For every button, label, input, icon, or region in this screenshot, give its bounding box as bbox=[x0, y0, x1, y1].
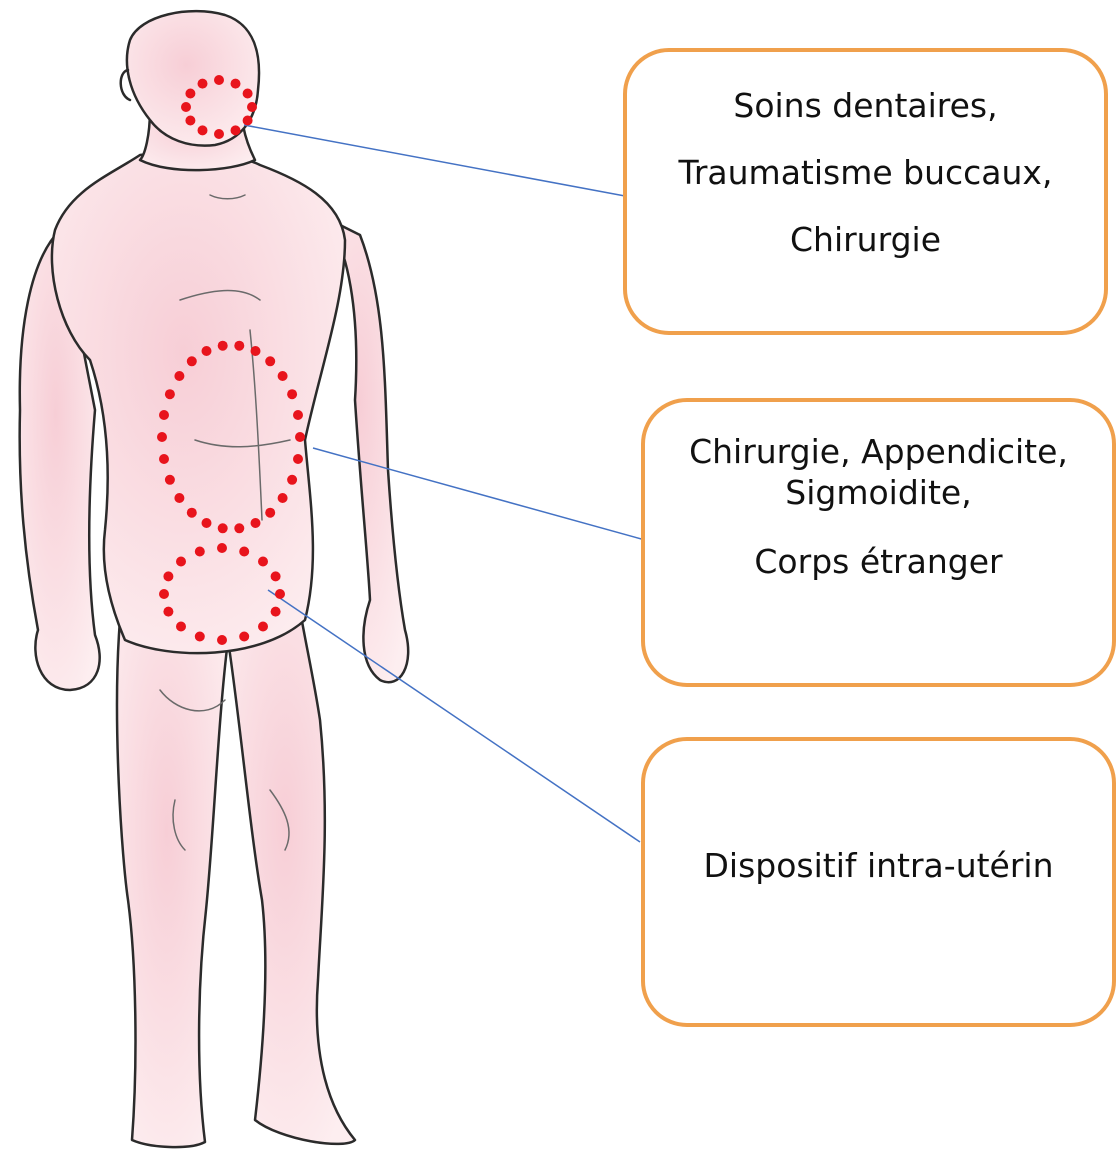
marker-dot bbox=[239, 547, 249, 557]
marker-dot bbox=[278, 493, 288, 503]
marker-dot bbox=[165, 475, 175, 485]
marker-dot bbox=[185, 89, 195, 99]
marker-dot bbox=[202, 518, 212, 528]
callout-abdomen: Chirurgie, Appendicite, Sigmoidite, Corp… bbox=[641, 398, 1116, 687]
marker-dot bbox=[265, 356, 275, 366]
marker-dot bbox=[258, 557, 268, 567]
marker-dot bbox=[181, 102, 191, 112]
callout-text: Traumatisme buccaux, bbox=[679, 153, 1053, 192]
marker-dot bbox=[174, 493, 184, 503]
marker-dot bbox=[243, 116, 253, 126]
marker-dot bbox=[185, 116, 195, 126]
marker-dot bbox=[287, 475, 297, 485]
marker-dot bbox=[214, 129, 224, 139]
marker-dot bbox=[287, 389, 297, 399]
callout-text: Sigmoidite, bbox=[785, 473, 971, 512]
marker-dot bbox=[187, 356, 197, 366]
callout-text: Chirurgie bbox=[790, 220, 941, 259]
marker-dot bbox=[293, 410, 303, 420]
marker-dot bbox=[247, 102, 257, 112]
marker-dot bbox=[251, 346, 261, 356]
marker-dot bbox=[275, 589, 285, 599]
marker-dot bbox=[251, 518, 261, 528]
marker-dot bbox=[195, 547, 205, 557]
callout-text: Soins dentaires, bbox=[733, 86, 997, 125]
human-body-front-icon bbox=[20, 11, 409, 1147]
marker-dot bbox=[176, 622, 186, 632]
marker-dot bbox=[218, 523, 228, 533]
marker-dot bbox=[195, 632, 205, 642]
marker-dot bbox=[271, 607, 281, 617]
marker-dot bbox=[239, 632, 249, 642]
marker-dot bbox=[187, 508, 197, 518]
marker-dot bbox=[231, 79, 241, 89]
marker-dot bbox=[217, 635, 227, 645]
marker-dot bbox=[295, 432, 305, 442]
marker-dot bbox=[159, 410, 169, 420]
marker-dot bbox=[271, 571, 281, 581]
marker-dot bbox=[243, 89, 253, 99]
marker-dot bbox=[231, 125, 241, 135]
marker-dot bbox=[214, 75, 224, 85]
marker-dot bbox=[163, 571, 173, 581]
marker-dot bbox=[176, 557, 186, 567]
callout-pelvis: Dispositif intra-utérin bbox=[641, 737, 1116, 1027]
marker-dot bbox=[218, 341, 228, 351]
marker-dot bbox=[165, 389, 175, 399]
marker-dot bbox=[159, 454, 169, 464]
marker-dot bbox=[258, 622, 268, 632]
marker-dot bbox=[234, 523, 244, 533]
marker-dot bbox=[163, 607, 173, 617]
callout-text: Chirurgie, Appendicite, bbox=[689, 432, 1068, 471]
marker-dot bbox=[293, 454, 303, 464]
callout-text: Dispositif intra-utérin bbox=[703, 846, 1053, 885]
marker-dot bbox=[198, 79, 208, 89]
marker-dot bbox=[174, 371, 184, 381]
callout-mouth: Soins dentaires, Traumatisme buccaux, Ch… bbox=[623, 48, 1108, 335]
marker-dot bbox=[278, 371, 288, 381]
marker-dot bbox=[234, 341, 244, 351]
marker-dot bbox=[265, 508, 275, 518]
marker-dot bbox=[217, 543, 227, 553]
marker-dot bbox=[198, 125, 208, 135]
marker-dot bbox=[202, 346, 212, 356]
marker-dot bbox=[159, 589, 169, 599]
marker-dot bbox=[157, 432, 167, 442]
callout-text: Corps étranger bbox=[754, 542, 1002, 581]
